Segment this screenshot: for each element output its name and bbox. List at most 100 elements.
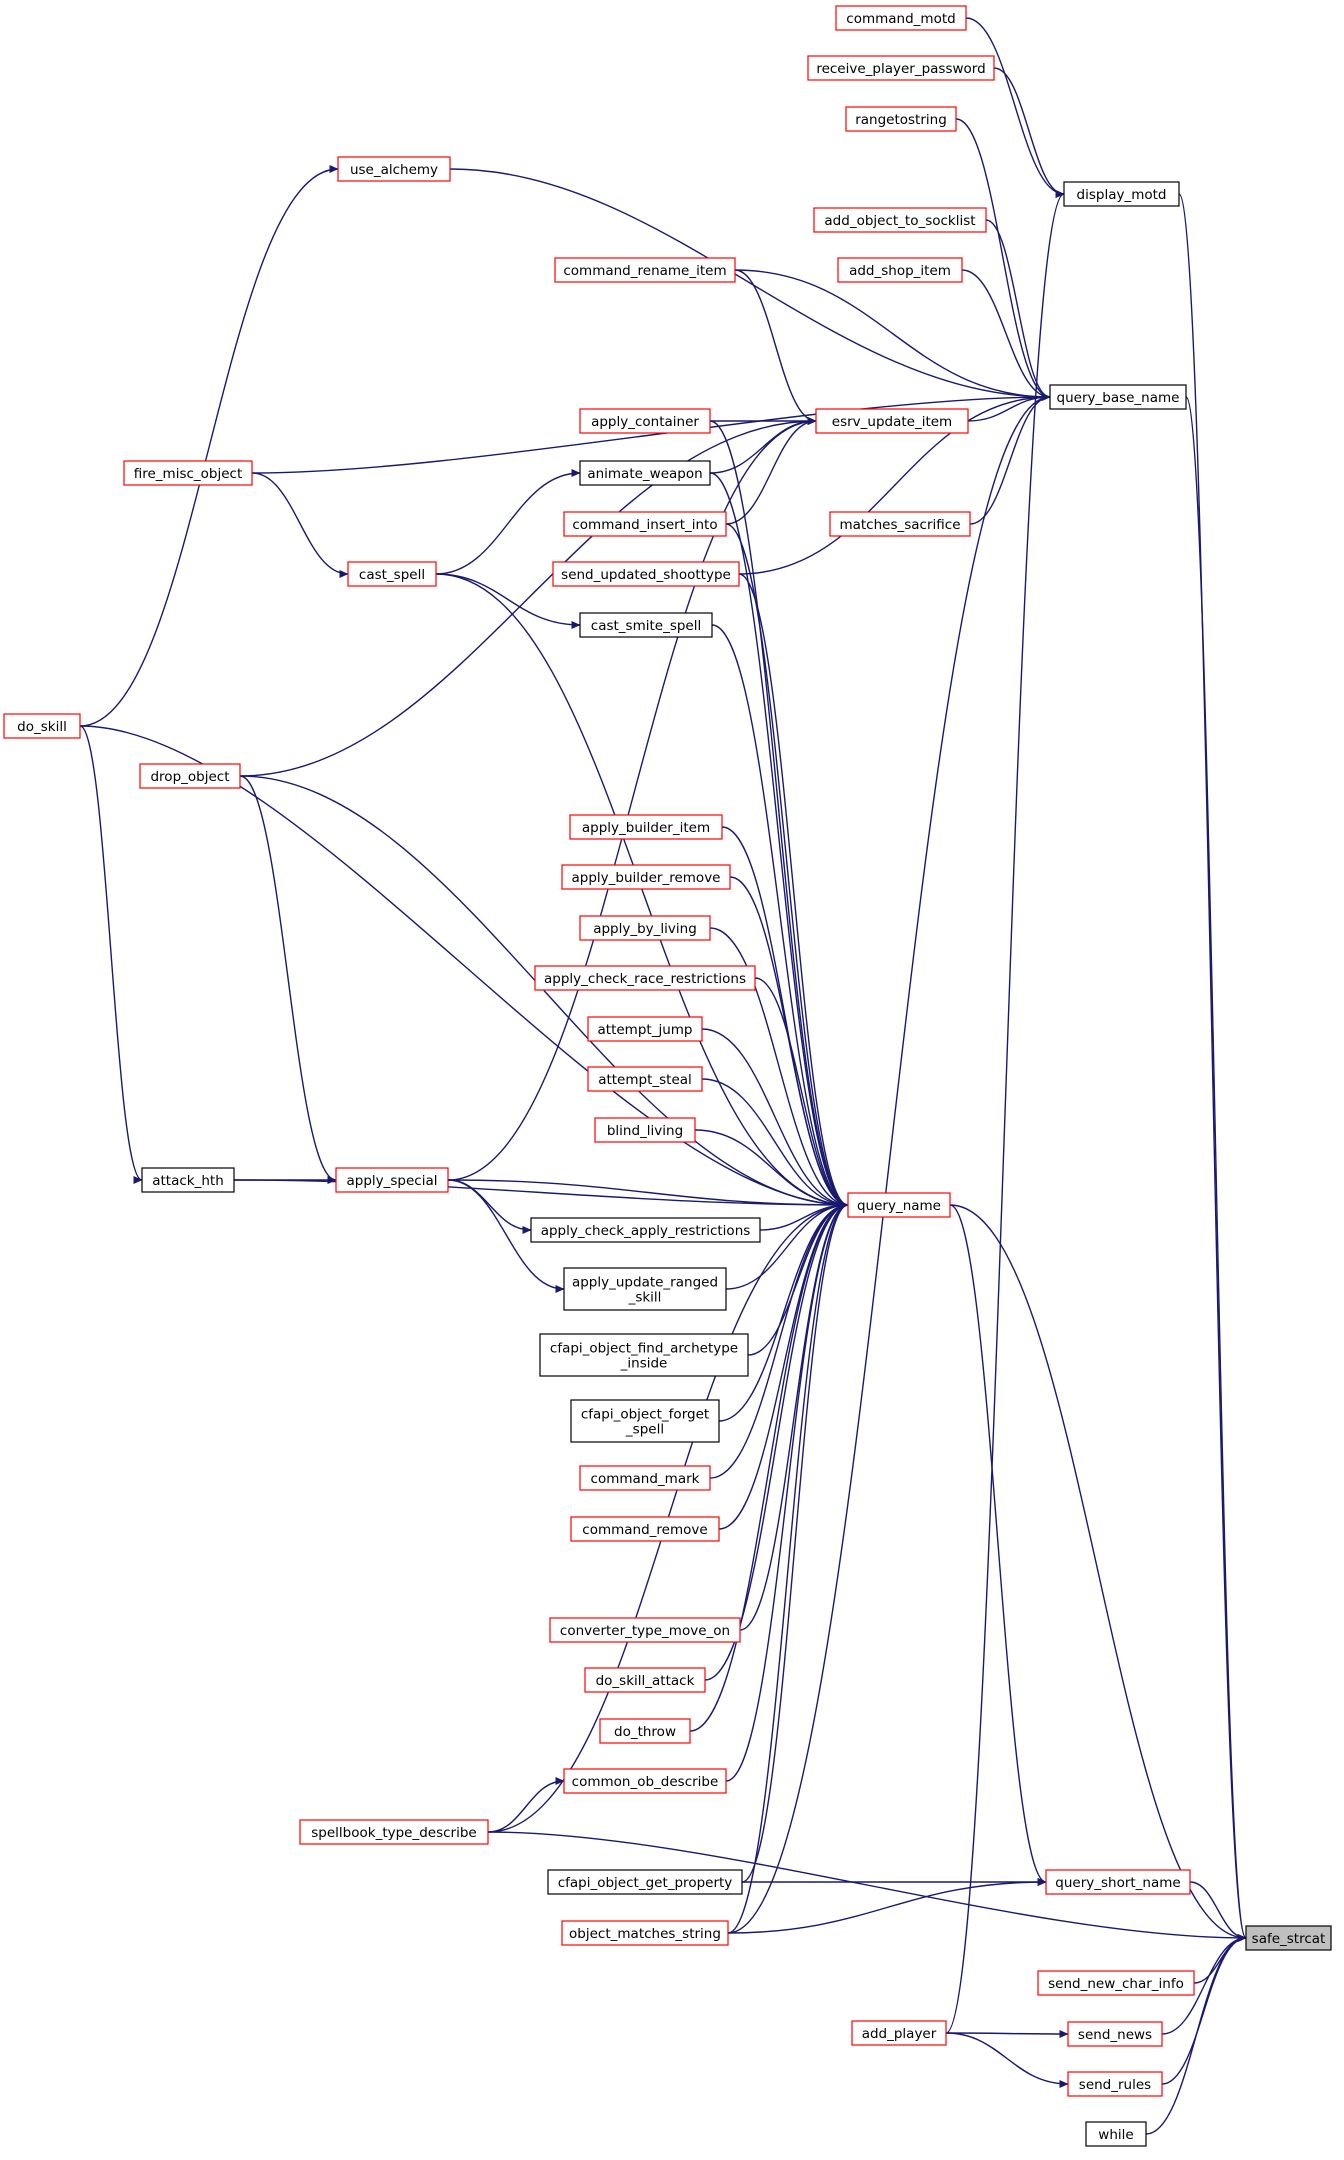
node-box[interactable] [1245,1925,1332,1951]
node-box[interactable] [561,1920,729,1946]
node-box[interactable] [599,1718,691,1744]
node-apply_check_race_restrictions[interactable]: apply_check_race_restrictions [534,965,756,991]
node-box[interactable] [579,460,711,486]
node-send_news[interactable]: send_news [1067,2021,1163,2047]
node-display_motd[interactable]: display_motd [1063,181,1180,207]
node-box[interactable] [847,1192,951,1218]
node-command_mark[interactable]: command_mark [579,1465,711,1491]
node-safe_strcat[interactable]: safe_strcat [1245,1925,1332,1951]
node-box[interactable] [549,1617,741,1643]
node-add_shop_item[interactable]: add_shop_item [837,257,963,283]
node-box[interactable] [335,1167,449,1193]
node-apply_builder_item[interactable]: apply_builder_item [569,814,723,840]
node-box[interactable] [584,1667,706,1693]
node-box[interactable] [1045,1869,1191,1895]
node-blind_living[interactable]: blind_living [594,1117,696,1143]
node-cfapi_object_forget_spell[interactable]: cfapi_object_forget_spell [570,1399,720,1443]
node-box[interactable] [299,1819,489,1845]
node-attempt_steal[interactable]: attempt_steal [587,1066,703,1092]
node-box[interactable] [141,1167,235,1193]
node-command_insert_into[interactable]: command_insert_into [563,511,727,537]
node-send_updated_shoottype[interactable]: send_updated_shoottype [552,561,740,587]
node-box[interactable] [1067,2021,1163,2047]
node-animate_weapon[interactable]: animate_weapon [579,460,711,486]
node-fire_misc_object[interactable]: fire_misc_object [123,460,253,486]
node-box[interactable] [547,1869,743,1895]
node-cast_spell[interactable]: cast_spell [347,561,437,587]
node-box[interactable] [554,257,736,283]
node-box[interactable] [829,511,971,537]
node-box[interactable] [337,156,451,182]
node-box[interactable] [563,1267,727,1311]
node-box[interactable] [1049,384,1187,410]
node-box[interactable] [3,713,81,739]
node-box[interactable] [563,511,727,537]
node-do_throw[interactable]: do_throw [599,1718,691,1744]
node-apply_special[interactable]: apply_special [335,1167,449,1193]
node-box[interactable] [587,1066,703,1092]
node-rangetostring[interactable]: rangetostring [845,106,957,132]
node-box[interactable] [851,2020,947,2046]
node-box[interactable] [539,1333,749,1377]
node-receive_player_password[interactable]: receive_player_password [807,55,995,81]
node-box[interactable] [579,915,711,941]
node-box[interactable] [570,1399,720,1443]
node-box[interactable] [570,1516,720,1542]
node-send_new_char_info[interactable]: send_new_char_info [1037,1970,1195,1996]
node-box[interactable] [579,612,713,638]
node-drop_object[interactable]: drop_object [139,763,241,789]
node-converter_type_move_on[interactable]: converter_type_move_on [549,1617,741,1643]
node-box[interactable] [139,763,241,789]
node-send_rules[interactable]: send_rules [1067,2071,1163,2097]
node-box[interactable] [552,561,740,587]
node-box[interactable] [123,460,253,486]
node-box[interactable] [534,965,756,991]
node-box[interactable] [837,257,963,283]
node-do_skill[interactable]: do_skill [3,713,81,739]
node-while[interactable]: while [1085,2121,1147,2147]
node-esrv_update_item[interactable]: esrv_update_item [815,408,969,434]
node-query_base_name[interactable]: query_base_name [1049,384,1187,410]
node-spellbook_type_describe[interactable]: spellbook_type_describe [299,1819,489,1845]
node-object_matches_string[interactable]: object_matches_string [561,1920,729,1946]
node-add_player[interactable]: add_player [851,2020,947,2046]
node-attack_hth[interactable]: attack_hth [141,1167,235,1193]
node-query_name[interactable]: query_name [847,1192,951,1218]
node-attempt_jump[interactable]: attempt_jump [587,1016,703,1042]
node-query_short_name[interactable]: query_short_name [1045,1869,1191,1895]
node-cast_smite_spell[interactable]: cast_smite_spell [579,612,713,638]
node-box[interactable] [807,55,995,81]
node-apply_check_apply_restrictions[interactable]: apply_check_apply_restrictions [530,1217,761,1243]
node-command_motd[interactable]: command_motd [835,5,967,31]
node-do_skill_attack[interactable]: do_skill_attack [584,1667,706,1693]
node-common_ob_describe[interactable]: common_ob_describe [563,1768,727,1794]
node-apply_container[interactable]: apply_container [579,408,711,434]
node-box[interactable] [587,1016,703,1042]
node-command_remove[interactable]: command_remove [570,1516,720,1542]
node-box[interactable] [815,408,969,434]
node-box[interactable] [835,5,967,31]
node-box[interactable] [1067,2071,1163,2097]
node-add_object_to_socklist[interactable]: add_object_to_socklist [813,207,987,233]
node-apply_by_living[interactable]: apply_by_living [579,915,711,941]
node-cfapi_object_find_archetype_inside[interactable]: cfapi_object_find_archetype_inside [539,1333,749,1377]
node-box[interactable] [579,408,711,434]
node-box[interactable] [561,864,731,890]
node-box[interactable] [347,561,437,587]
node-box[interactable] [569,814,723,840]
node-box[interactable] [845,106,957,132]
node-cfapi_object_get_property[interactable]: cfapi_object_get_property [547,1869,743,1895]
node-box[interactable] [1063,181,1180,207]
node-apply_update_ranged_skill[interactable]: apply_update_ranged_skill [563,1267,727,1311]
node-apply_builder_remove[interactable]: apply_builder_remove [561,864,731,890]
node-box[interactable] [579,1465,711,1491]
node-box[interactable] [1085,2121,1147,2147]
node-box[interactable] [813,207,987,233]
node-box[interactable] [594,1117,696,1143]
node-box[interactable] [563,1768,727,1794]
node-command_rename_item[interactable]: command_rename_item [554,257,736,283]
node-box[interactable] [530,1217,761,1243]
node-use_alchemy[interactable]: use_alchemy [337,156,451,182]
node-box[interactable] [1037,1970,1195,1996]
node-matches_sacrifice[interactable]: matches_sacrifice [829,511,971,537]
